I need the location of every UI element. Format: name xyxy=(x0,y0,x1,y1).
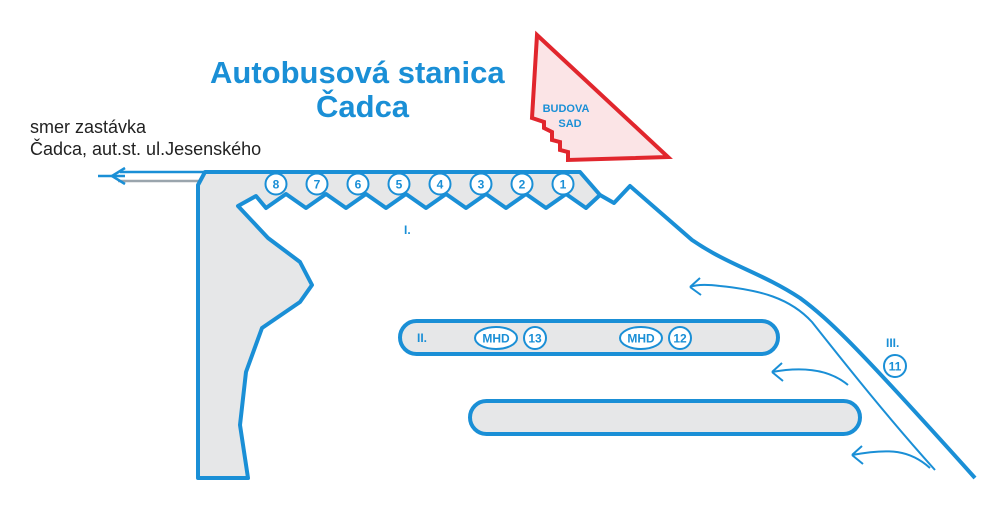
direction-label: smer zastávka Čadca, aut.st. ul.Jesenské… xyxy=(30,116,261,160)
platform-ii xyxy=(398,319,780,356)
direction-line2: Čadca, aut.st. ul.Jesenského xyxy=(30,139,262,159)
stand-number-circle xyxy=(387,172,411,196)
entry-lane xyxy=(719,285,936,471)
platform-ii-label: II. xyxy=(417,331,427,345)
stand-number: 3 xyxy=(478,178,485,192)
mhd-badge-text: MHD xyxy=(482,332,510,346)
building-sad[interactable]: BUDOVA SAD xyxy=(529,30,673,163)
stand-number: 8 xyxy=(273,178,280,192)
stand-number: 2 xyxy=(519,178,526,192)
turn-arrow-top xyxy=(689,277,721,296)
stop-number: 13 xyxy=(528,332,542,346)
stand-number: 1 xyxy=(560,178,567,192)
platform-i-label: I. xyxy=(404,223,411,237)
stop-number: 12 xyxy=(673,332,687,346)
turn-arrow-bottom xyxy=(851,445,931,469)
building-sad-label-line2: SAD xyxy=(558,118,581,130)
platform-i-stands: 8 7 6 5 4 3 2 1 xyxy=(264,172,575,196)
map-title-line1: Autobusová stanica xyxy=(210,55,505,90)
stand-number-circle xyxy=(264,172,288,196)
stand-number-circle xyxy=(883,354,907,378)
stop-mhd-12[interactable]: MHD 12 xyxy=(619,326,692,350)
road-edge-north xyxy=(599,184,977,480)
stand-8[interactable]: 8 xyxy=(264,172,288,196)
stop-number-circle xyxy=(668,326,692,350)
building-sad-label-line1: BUDOVA xyxy=(543,103,590,115)
stand-6[interactable]: 6 xyxy=(346,172,370,196)
stand-number-circle xyxy=(305,172,329,196)
stand-number-circle xyxy=(346,172,370,196)
mhd-badge xyxy=(474,326,518,350)
lower-island xyxy=(468,399,862,436)
map-title-line2: Čadca xyxy=(316,89,410,124)
platform-iii-label: III. xyxy=(886,336,899,350)
stand-1[interactable]: 1 xyxy=(551,172,575,196)
turn-arrow-middle xyxy=(771,362,849,386)
stand-number-circle xyxy=(428,172,452,196)
stand-5[interactable]: 5 xyxy=(387,172,411,196)
stand-number: 5 xyxy=(396,178,403,192)
stand-number: 6 xyxy=(355,178,362,192)
stand-number: 7 xyxy=(314,178,321,192)
stand-number-circle xyxy=(551,172,575,196)
stand-number: 4 xyxy=(437,178,444,192)
stand-number-circle xyxy=(510,172,534,196)
stand-number: 11 xyxy=(889,360,902,374)
building-sad-shape xyxy=(529,30,673,163)
stop-mhd-13[interactable]: MHD 13 xyxy=(474,326,547,350)
stand-4[interactable]: 4 xyxy=(428,172,452,196)
mhd-badge xyxy=(619,326,663,350)
exit-arrow xyxy=(98,166,205,186)
stand-7[interactable]: 7 xyxy=(305,172,329,196)
stand-number-circle xyxy=(469,172,493,196)
stop-number-circle xyxy=(523,326,547,350)
stand-3[interactable]: 3 xyxy=(469,172,493,196)
stand-2[interactable]: 2 xyxy=(510,172,534,196)
platform-i xyxy=(196,170,602,480)
stand-11[interactable]: 11 xyxy=(883,354,907,378)
mhd-badge-text: MHD xyxy=(627,332,655,346)
direction-line1: smer zastávka xyxy=(30,117,147,137)
